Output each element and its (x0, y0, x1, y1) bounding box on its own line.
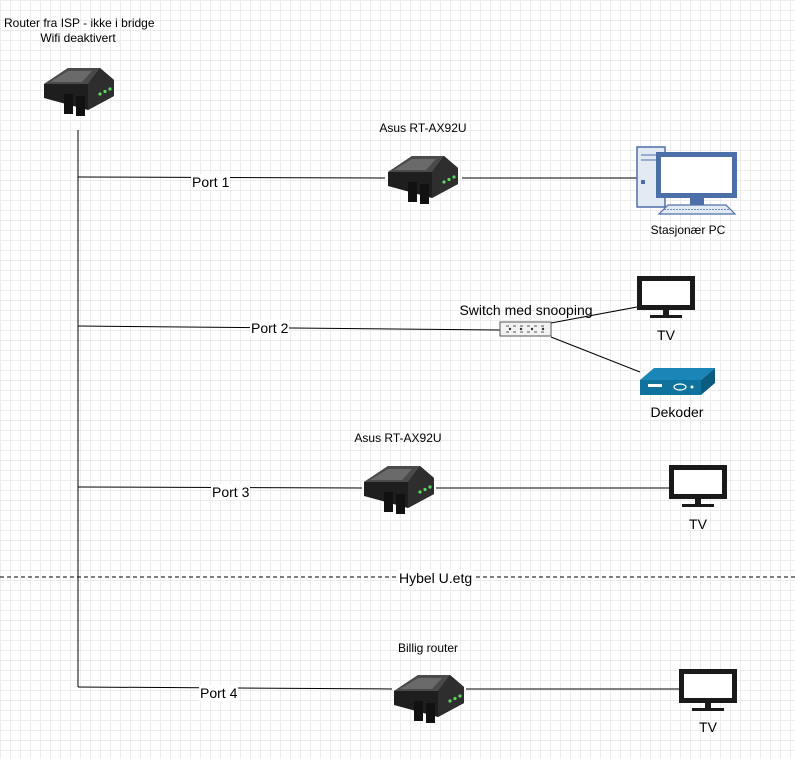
desktop-pc-icon (636, 146, 737, 215)
tv-port-4-icon (679, 669, 737, 711)
decoder-icon (640, 368, 715, 395)
switch-label: Switch med snooping (459, 302, 593, 318)
tv-port-3-label: TV (689, 516, 707, 532)
asus-router-2-label: Asus RT-AX92U (354, 431, 442, 445)
floor-divider-label: Hybel U.etg (398, 570, 474, 586)
decoder-label: Dekoder (650, 404, 704, 420)
isp-router-label-line1: Router fra ISP - ikke i bridge (4, 16, 155, 30)
port-1-cable (77, 176, 386, 179)
isp-router-label: Router fra ISP - ikke i bridge Wifi deak… (4, 16, 155, 46)
asus-router-1-icon (388, 156, 458, 204)
cheap-router-icon (394, 675, 464, 723)
cheap-router-label: Billig router (397, 641, 459, 655)
isp-router-icon (44, 68, 114, 116)
tv-port-4-label: TV (699, 719, 717, 735)
tv-switch-icon (637, 276, 695, 318)
port-1-label: Port 1 (191, 174, 231, 190)
port-2-label: Port 2 (250, 320, 290, 336)
tv-port-3-icon (669, 465, 727, 507)
asus-router-2-icon (364, 466, 434, 514)
port-3-label: Port 3 (211, 484, 251, 500)
port-4-label: Port 4 (199, 685, 239, 701)
pc-label: Stasjonær PC (650, 223, 726, 237)
tv-switch-label: TV (657, 327, 675, 343)
switch-to-tv-cable (550, 306, 638, 324)
network-switch-icon (499, 321, 552, 337)
switch-to-decoder-cable (550, 336, 641, 373)
asus-router-1-label: Asus RT-AX92U (379, 121, 467, 135)
isp-router-label-line2: Wifi deaktivert (40, 31, 116, 45)
